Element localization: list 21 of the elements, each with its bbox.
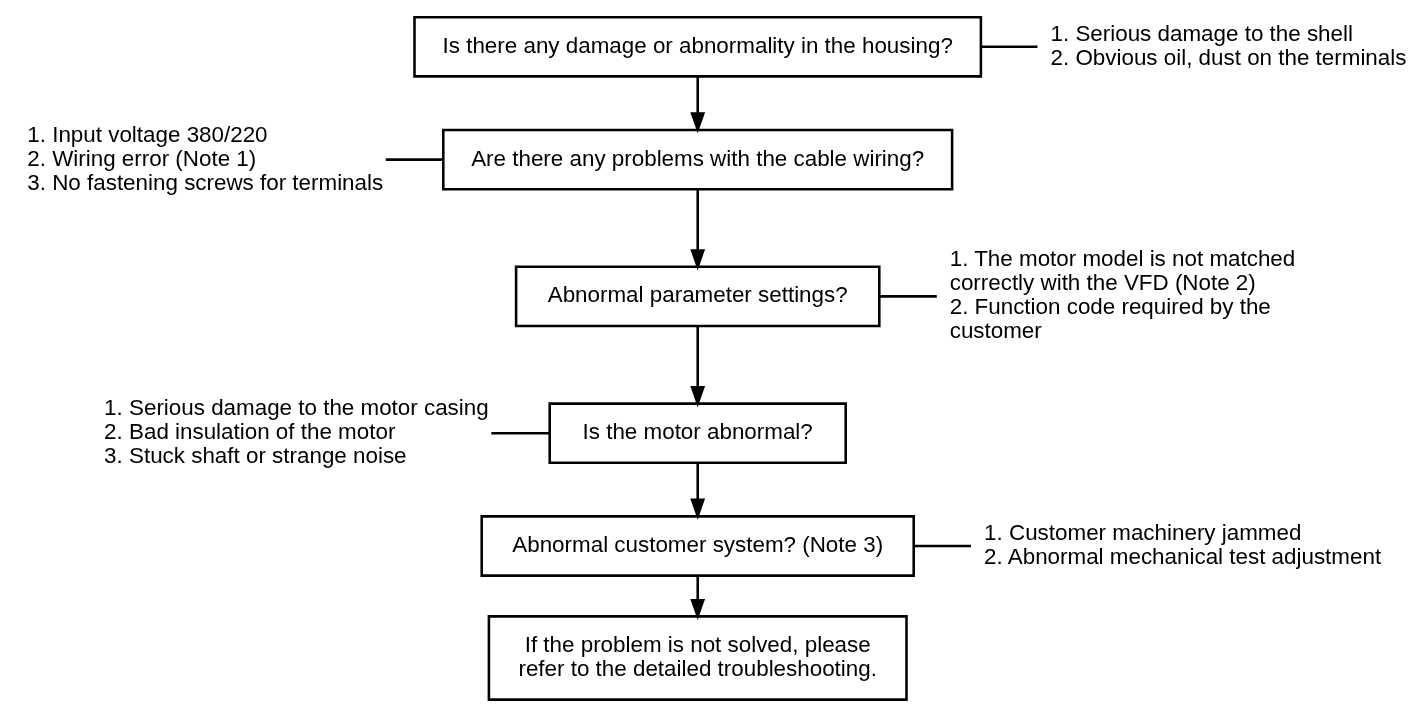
arrow [690,325,706,407]
connector [980,45,1038,48]
node-text: 1. Customer machinery jammed 2. Abnormal mechanical test adjustment [984,519,1382,569]
node-box: Is the motor abnormal? [548,401,847,464]
node-text: 1. Serious damage to the shell 2. Obvious oil, dust on the terminals [1050,20,1407,70]
arrow [690,575,706,620]
arrow [690,76,706,133]
node-box: Abnormal customer system? (Note 3) [480,514,915,577]
node-box: Abnormal parameter settings? [514,265,881,327]
node-box: Are there any problems with the cable wiring? [442,128,954,190]
connector [913,544,971,547]
arrow [690,462,706,520]
node-text: 1. Input voltage 380/220 2. Wiring error (Note 1) 3. No fastening screws for terminals [27,121,384,195]
node-text: 1. The motor model is not matched correctly with the VFD (Note 2) 2. Function code required by the customer [949,245,1296,343]
node-box: Is there any damage or abnormality in the housing? [413,15,983,78]
node-box: If the problem is not solved, please refer to the detailed troubleshooting. [487,614,908,701]
node-text: 1. Serious damage to the motor casing 2. Bad insulation of the motor 3. Stuck shaft or strange noise [104,394,489,468]
connector [385,157,443,161]
arrow [690,189,706,270]
connector [491,431,550,434]
connector [879,294,937,298]
